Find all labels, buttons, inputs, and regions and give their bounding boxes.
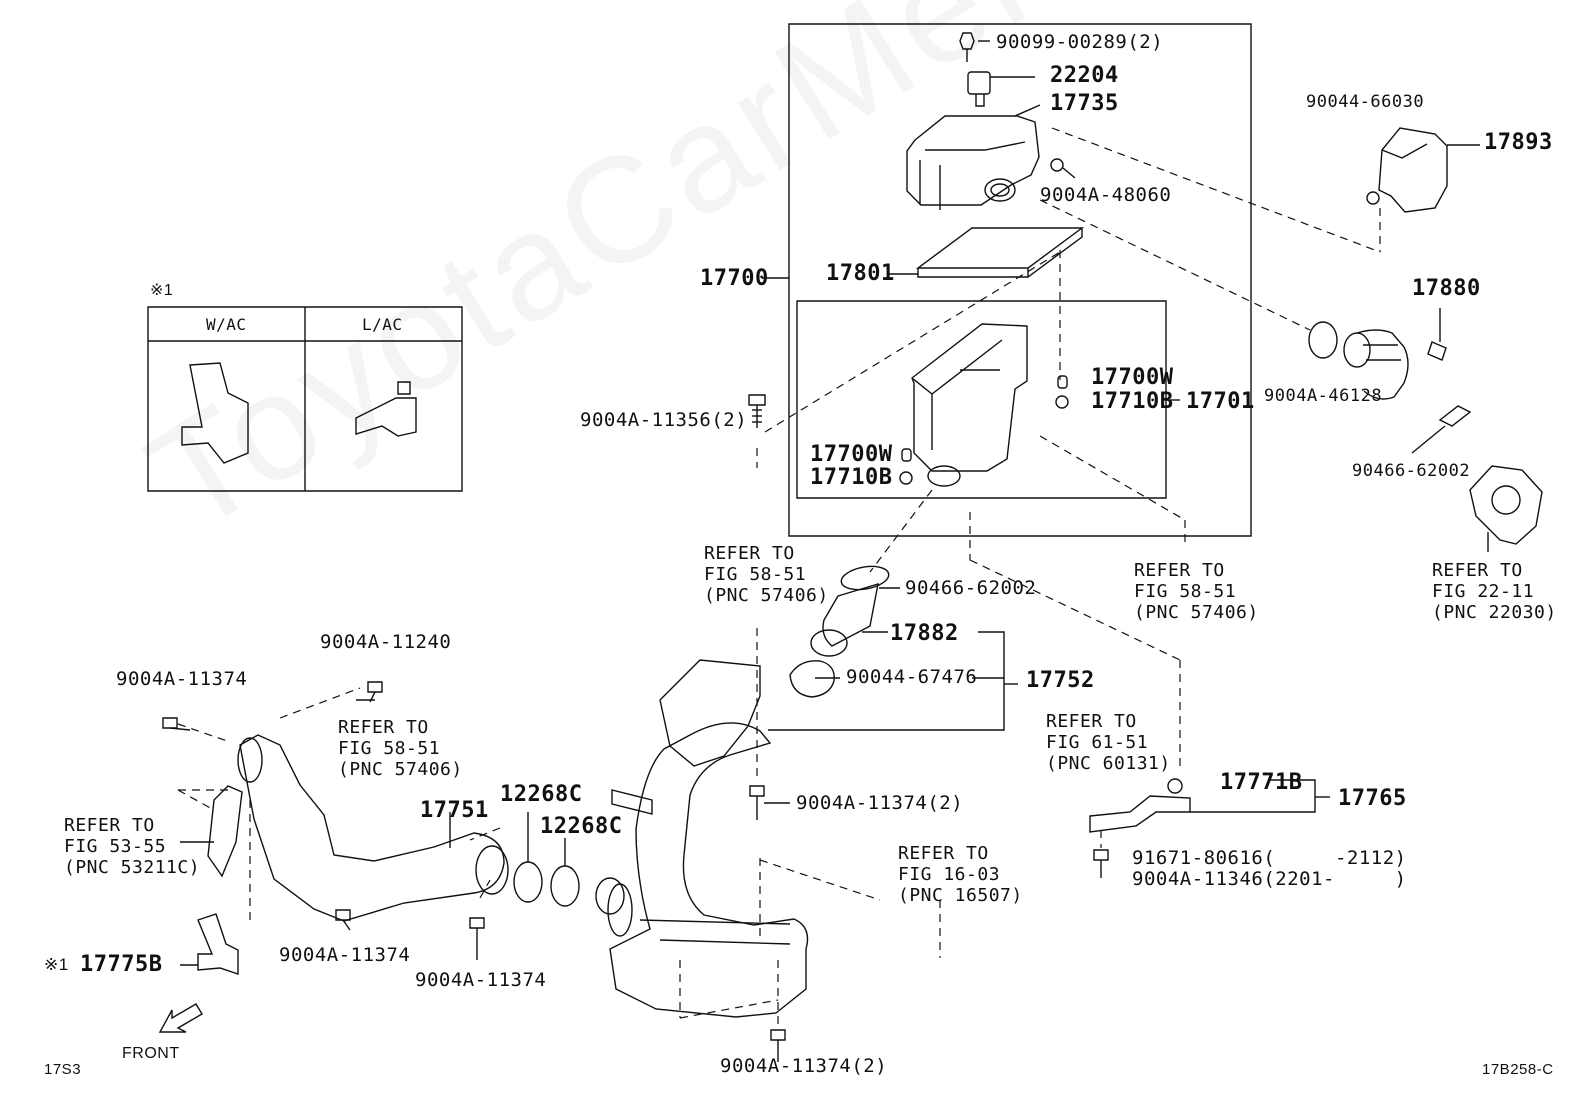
part-9004a-48060: 9004A-48060 bbox=[1040, 184, 1172, 206]
bolt-11374-bottom-icon bbox=[771, 1030, 785, 1062]
refer-note-61-51: REFER TO FIG 61-51 (PNC 60131) bbox=[1046, 711, 1171, 774]
part-17752: 17752 bbox=[1026, 668, 1095, 693]
intake-hose-17882-icon bbox=[790, 563, 900, 697]
refer-note-16-03: REFER TO FIG 16-03 (PNC 16507) bbox=[898, 843, 1023, 906]
part-91671-80616: 91671-80616( -2112) bbox=[1132, 847, 1407, 869]
part-17751: 17751 bbox=[420, 798, 489, 823]
guide-17775b-icon bbox=[180, 914, 238, 974]
part-12268c-first: 12268C bbox=[500, 782, 583, 807]
bolt-11374-lower-icon bbox=[336, 910, 350, 930]
air-filter-element-icon bbox=[888, 228, 1082, 277]
part-9004a-11374-2-middle: 9004A-11374(2) bbox=[796, 792, 964, 814]
part-17700w-upper: 17700W bbox=[1091, 365, 1174, 390]
bolt-11240-icon bbox=[356, 682, 382, 702]
front-arrow-icon bbox=[160, 1004, 202, 1032]
part-17710b-upper: 17710B bbox=[1091, 389, 1174, 414]
part-90466-62002-lower: 90466-62002 bbox=[905, 577, 1037, 599]
air-flow-sensor-icon bbox=[968, 72, 1035, 106]
part-9004a-11346: 9004A-11346(2201- ) bbox=[1132, 868, 1407, 890]
bolt-11374-center-icon bbox=[470, 918, 484, 960]
part-17801: 17801 bbox=[826, 261, 895, 286]
refer-note-58-51-right: REFER TO FIG 58-51 (PNC 57406) bbox=[1134, 560, 1259, 623]
part-17700w-lower: 17700W bbox=[810, 442, 893, 467]
air-inlet-duct-17751-icon bbox=[238, 735, 508, 921]
part-17765: 17765 bbox=[1338, 786, 1407, 811]
part-12268c-second: 12268C bbox=[540, 814, 623, 839]
refer-note-53-55: REFER TO FIG 53-55 (PNC 53211C) bbox=[64, 815, 201, 878]
gasket-90466-icon bbox=[1412, 406, 1470, 453]
air-cleaner-cap-icon bbox=[907, 105, 1040, 210]
figure-code-left: 17S3 bbox=[44, 1061, 82, 1078]
part-17771b: 17771B bbox=[1220, 770, 1303, 795]
refer-note-58-51-center: REFER TO FIG 58-51 (PNC 57406) bbox=[704, 543, 829, 606]
bracket-17765-icon bbox=[1090, 779, 1330, 878]
part-9004a-11374-2-bottom: 9004A-11374(2) bbox=[720, 1055, 888, 1077]
part-22204: 22204 bbox=[1050, 63, 1119, 88]
part-17880: 17880 bbox=[1412, 276, 1481, 301]
nut-48060-icon bbox=[1051, 159, 1075, 178]
part-9004a-11374-left: 9004A-11374 bbox=[116, 668, 248, 690]
front-label: FRONT bbox=[122, 1045, 180, 1062]
part-17893: 17893 bbox=[1484, 130, 1553, 155]
dashed-leaders bbox=[178, 128, 1380, 1028]
part-9004a-11374-lower: 9004A-11374 bbox=[279, 944, 411, 966]
figure-code-right: 17B258-C bbox=[1482, 1061, 1554, 1078]
part-9004a-11374-center: 9004A-11374 bbox=[415, 969, 547, 991]
intake-hose-17880-icon bbox=[1309, 308, 1446, 399]
bolt-11356-icon bbox=[749, 395, 765, 428]
part-9004a-11356: 9004A-11356(2) bbox=[580, 409, 748, 431]
part-90044-66030: 90044-66030 bbox=[1306, 92, 1425, 112]
part-90466-62002-upper: 90466-62002 bbox=[1352, 461, 1471, 481]
refer-note-58-51-left: REFER TO FIG 58-51 (PNC 57406) bbox=[338, 717, 463, 780]
bolt-11374-icon bbox=[750, 786, 790, 820]
part-17700: 17700 bbox=[700, 266, 769, 291]
resonator-17893-icon bbox=[1367, 128, 1480, 212]
inset-mark: ※1 bbox=[150, 282, 174, 299]
inset-col-wac: W/AC bbox=[206, 315, 247, 334]
clip-90099-icon bbox=[960, 33, 990, 62]
part-9004a-11240: 9004A-11240 bbox=[320, 631, 452, 653]
inset-col-lac: L/AC bbox=[362, 315, 403, 334]
part-17882: 17882 bbox=[890, 621, 959, 646]
grommet-icon bbox=[900, 376, 1068, 484]
part-90099-00289: 90099-00289(2) bbox=[996, 31, 1164, 53]
fender-bracket-icon bbox=[180, 786, 242, 876]
resonator-duct-17752-icon bbox=[608, 660, 808, 1017]
bolt-11374-left-icon bbox=[163, 718, 190, 730]
air-cleaner-assembly-box bbox=[789, 24, 1251, 536]
inset-table bbox=[148, 307, 462, 491]
part-90044-67476: 90044-67476 bbox=[846, 666, 978, 688]
part-9004a-46128: 9004A-46128 bbox=[1264, 386, 1383, 406]
air-cleaner-case-icon bbox=[912, 324, 1027, 486]
clamp-12268c-icon bbox=[514, 812, 624, 914]
part-17710b-lower: 17710B bbox=[810, 465, 893, 490]
throttle-body-icon bbox=[1470, 466, 1542, 552]
part-17701: 17701 bbox=[1186, 389, 1255, 414]
refer-note-22-11: REFER TO FIG 22-11 (PNC 22030) bbox=[1432, 560, 1557, 623]
part-17775b-mark: ※1 bbox=[44, 955, 69, 974]
part-17775b: 17775B bbox=[80, 952, 163, 977]
part-17735: 17735 bbox=[1050, 91, 1119, 116]
